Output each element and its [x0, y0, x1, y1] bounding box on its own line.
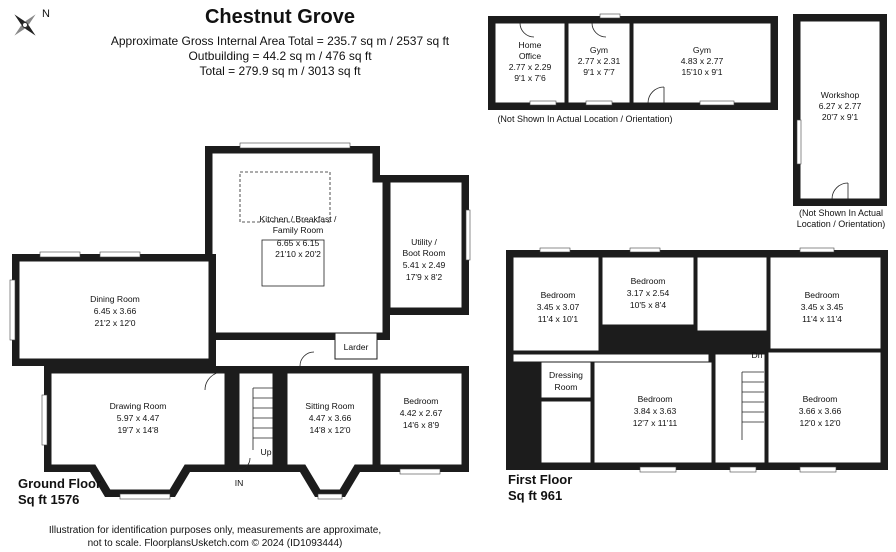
- bathroom: [696, 256, 768, 332]
- dining-room: [18, 260, 210, 360]
- first-floor-size: Sq ft 961: [508, 488, 563, 503]
- ff-bedroom-4-label: Bedroom: [638, 394, 673, 404]
- larder-label: Larder: [344, 342, 369, 352]
- sitting-label: Sitting Room: [305, 401, 354, 411]
- home-office-label: Home: [519, 40, 542, 50]
- gym-large-label: Gym: [693, 45, 711, 55]
- workshop-plan: Workshop 6.27 x 2.77 20'7 x 9'1: [793, 14, 887, 206]
- compass-icon: [8, 8, 42, 47]
- ff-bedroom-2-imperial: 10'5 x 8'4: [630, 300, 666, 310]
- first-floor-plan: Dn Bedroom 3.45 x 3.07 11'4 x 10'1 Bedro…: [506, 247, 888, 473]
- dressing-room-label: Dressing: [549, 370, 583, 380]
- drawing-label: Drawing Room: [110, 401, 167, 411]
- ff-bedroom-2: [601, 256, 695, 326]
- ff-bedroom-4-metric: 3.84 x 3.63: [634, 406, 677, 416]
- ff-bedroom-5-metric: 3.66 x 3.66: [799, 406, 842, 416]
- gym-small-room: [567, 22, 631, 104]
- ground-bedroom: [379, 372, 463, 466]
- larder-room: [334, 332, 378, 360]
- gym-large-imperial: 15'10 x 9'1: [681, 67, 722, 77]
- utility-metric: 5.41 x 2.49: [403, 260, 446, 270]
- workshop-note-line-1: (Not Shown In Actual: [798, 208, 884, 218]
- disclaimer-line-1: Illustration for identification purposes…: [48, 525, 382, 536]
- ground-floor-size: Sq ft 1576: [18, 492, 80, 507]
- ff-bedroom-1-imperial: 11'4 x 10'1: [538, 314, 579, 324]
- ground-bedroom-label: Bedroom: [404, 396, 439, 406]
- gym-large-room: [632, 22, 772, 104]
- dining-imperial: 21'2 x 12'0: [94, 318, 135, 328]
- home-office-imperial: 9'1 x 7'6: [514, 73, 546, 83]
- utility-boot-room: [389, 181, 463, 309]
- ground-bedroom-imperial: 14'6 x 8'9: [403, 420, 439, 430]
- outbuilding-note: (Not Shown In Actual Location / Orientat…: [497, 114, 673, 124]
- workshop-metric: 6.27 x 2.77: [819, 101, 862, 111]
- gym-small-metric: 2.77 x 2.31: [578, 56, 621, 66]
- dining-label: Dining Room: [90, 294, 140, 304]
- kitchen-label: Kitchen / Breakfast /: [260, 214, 338, 224]
- ff-bedroom-2-metric: 3.17 x 2.54: [627, 288, 670, 298]
- utility-imperial: 17'9 x 8'2: [406, 272, 442, 282]
- gym-small-imperial: 9'1 x 7'7: [583, 67, 615, 77]
- ground-bedroom-metric: 4.42 x 2.67: [400, 408, 443, 418]
- ff-bedroom-3-label: Bedroom: [805, 290, 840, 300]
- area-grand-total-line: Total = 279.9 sq m / 3013 sq ft: [199, 64, 361, 78]
- sitting-metric: 4.47 x 3.66: [309, 413, 352, 423]
- stairs-up-mark: Up: [261, 447, 272, 457]
- stairs-down-mark: Dn: [752, 350, 763, 360]
- kitchen-metric: 6.65 x 6.15: [277, 238, 320, 248]
- landing: [512, 353, 710, 363]
- ff-bedroom-3-imperial: 11'4 x 11'4: [802, 314, 842, 324]
- ensuite: [540, 400, 592, 464]
- sitting-imperial: 14'8 x 12'0: [309, 425, 350, 435]
- home-office-label-2: Office: [519, 51, 542, 61]
- ff-bedroom-4-imperial: 12'7 x 11'11: [633, 418, 678, 428]
- workshop-label: Workshop: [821, 90, 860, 100]
- dining-metric: 6.45 x 3.66: [94, 306, 137, 316]
- kitchen-imperial: 21'10 x 20'2: [275, 249, 321, 259]
- area-outbuilding-line: Outbuilding = 44.2 sq m / 476 sq ft: [188, 49, 372, 63]
- utility-label: Utility /: [411, 237, 437, 247]
- ff-bedroom-1-label: Bedroom: [541, 290, 576, 300]
- kitchen-label-2: Family Room: [273, 225, 324, 235]
- entrance-in-mark: IN: [235, 478, 244, 488]
- outbuilding-plan: Home Office 2.77 x 2.29 9'1 x 7'6 Gym 2.…: [488, 13, 778, 110]
- workshop-note-line-2: Location / Orientation): [796, 219, 886, 229]
- dressing-room-label-2: Room: [555, 382, 578, 392]
- ff-bedroom-3: [769, 256, 882, 350]
- drawing-room: [50, 372, 226, 491]
- workshop-room: [799, 20, 881, 200]
- ff-bedroom-5-imperial: 12'0 x 12'0: [799, 418, 840, 428]
- ff-bedroom-4: [593, 361, 713, 464]
- workshop-imperial: 20'7 x 9'1: [822, 112, 858, 122]
- ff-bedroom-3-metric: 3.45 x 3.45: [801, 302, 844, 312]
- drawing-metric: 5.97 x 4.47: [117, 413, 160, 423]
- compass-north-label: N: [42, 8, 50, 20]
- gym-small-label: Gym: [590, 45, 608, 55]
- disclaimer-line-2: not to scale. FloorplansUsketch.com © 20…: [87, 538, 343, 549]
- ff-bedroom-5: [767, 351, 882, 464]
- first-floor-name: First Floor: [508, 472, 573, 487]
- stair-landing: [714, 353, 766, 464]
- ground-floor-plan: Kitchen / Breakfast / Family Room 6.65 x…: [9, 142, 471, 500]
- ff-bedroom-1: [512, 256, 600, 352]
- plan-title: Chestnut Grove: [204, 6, 356, 28]
- ground-floor-name: Ground Floor: [18, 476, 102, 491]
- ff-bedroom-5-label: Bedroom: [803, 394, 838, 404]
- area-total-line: Approximate Gross Internal Area Total = …: [110, 34, 450, 48]
- gym-large-metric: 4.83 x 2.77: [681, 56, 724, 66]
- utility-label-2: Boot Room: [403, 248, 446, 258]
- ff-bedroom-1-metric: 3.45 x 3.07: [537, 302, 580, 312]
- home-office-metric: 2.77 x 2.29: [509, 62, 552, 72]
- dressing-room: [540, 361, 592, 399]
- drawing-imperial: 19'7 x 14'8: [117, 425, 158, 435]
- ff-bedroom-2-label: Bedroom: [631, 276, 666, 286]
